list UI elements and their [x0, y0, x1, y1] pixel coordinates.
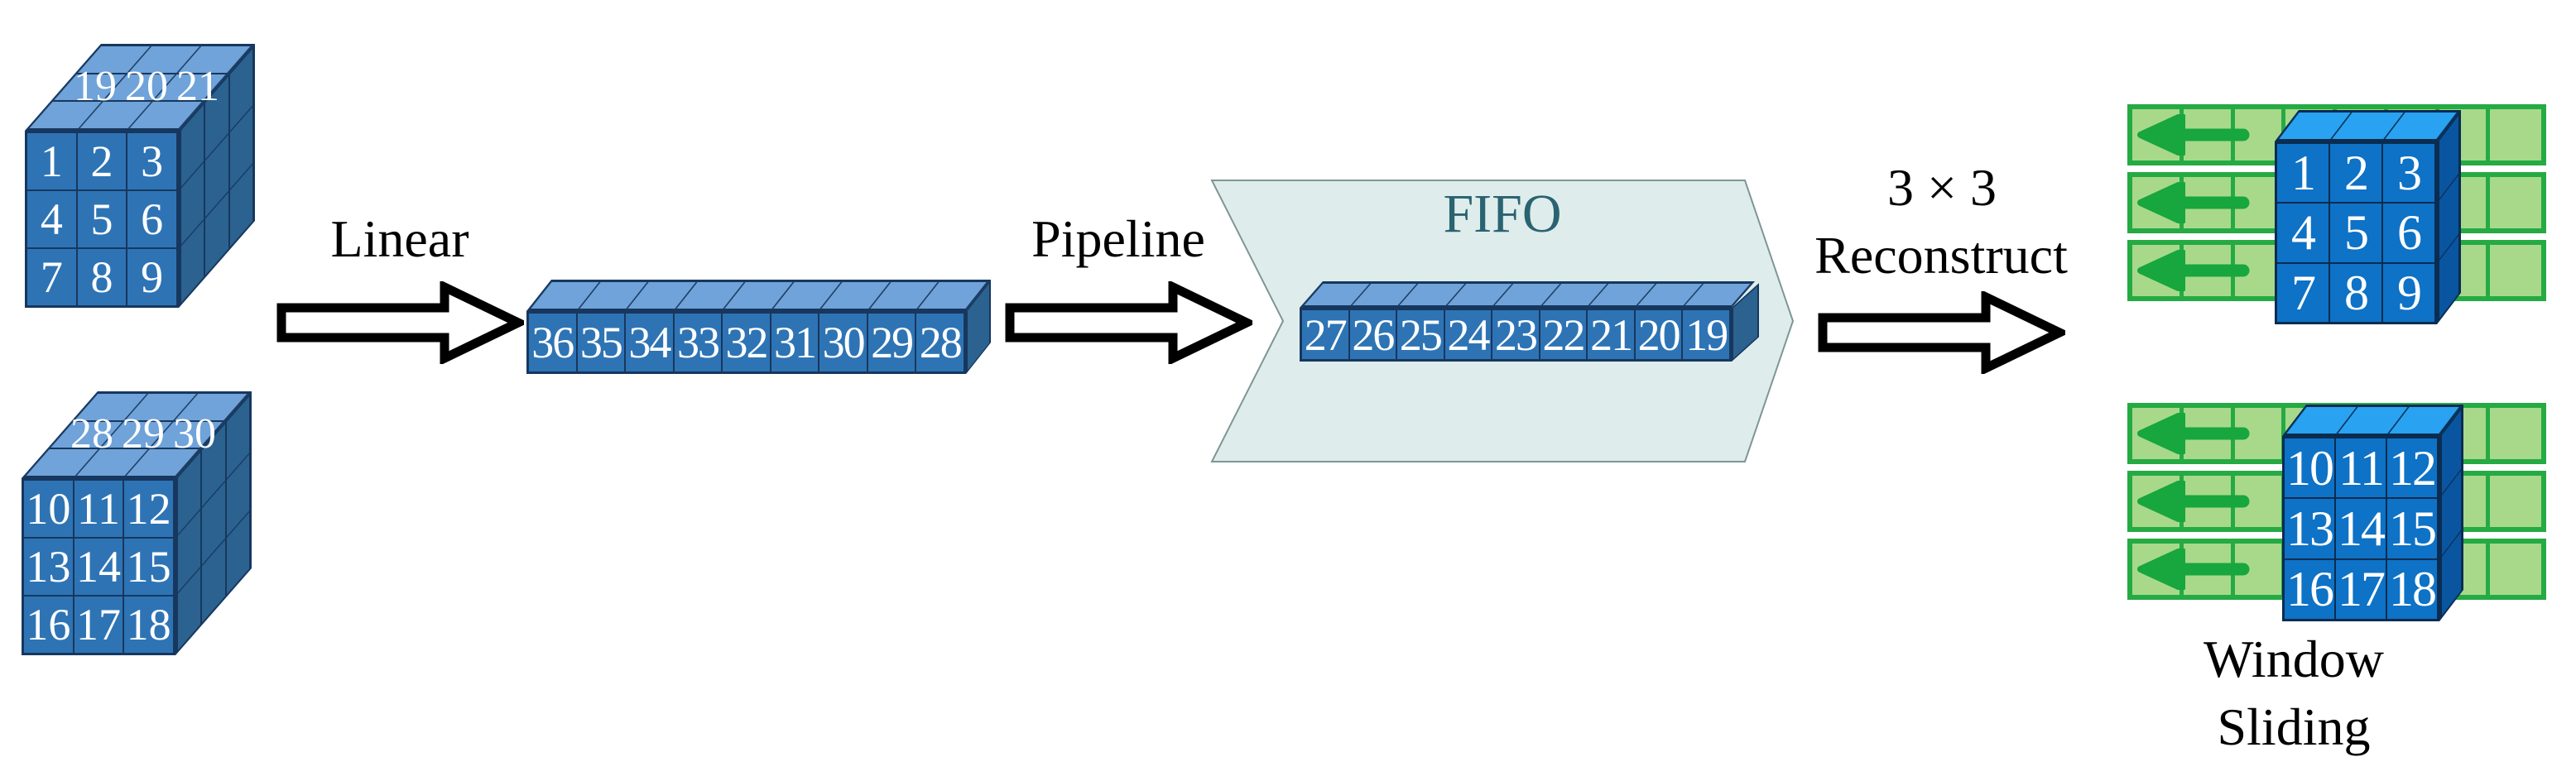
cube-cell: 9 — [127, 248, 177, 306]
buffer-cell: 35 — [576, 313, 626, 372]
slide-left-arrow-icon — [2137, 481, 2250, 522]
slide-left-arrow-icon — [2137, 413, 2250, 454]
window-cell: 17 — [2335, 558, 2386, 620]
linear-row-front: 36 35 34 33 32 31 30 29 28 — [526, 311, 966, 374]
cube-cell: 16 — [23, 596, 74, 654]
fifo-cell: 21 — [1587, 309, 1635, 360]
fifo-cell: 26 — [1348, 309, 1397, 360]
input-cube-top-depth-numbers: 19 20 21 — [74, 63, 219, 110]
fifo-row-topface — [1300, 281, 1756, 308]
window-cell: 2 — [2329, 143, 2382, 204]
window-cell: 5 — [2329, 203, 2382, 263]
window-cell: 10 — [2284, 438, 2335, 499]
window-cell: 12 — [2386, 438, 2438, 499]
buffer-cell: 32 — [722, 313, 771, 372]
slide-left-arrow-icon — [2137, 250, 2250, 291]
cube-cell: 5 — [76, 190, 127, 248]
window-cell: 16 — [2284, 558, 2335, 620]
cube-cell: 4 — [26, 190, 77, 248]
pipeline-arrow-icon — [1005, 281, 1252, 364]
fifo-label: FIFO — [1443, 184, 1562, 244]
reconstruct-arrow-icon — [1818, 291, 2065, 374]
window-cube-top-sideface — [2437, 109, 2461, 324]
window-sliding-label-line2: Sliding — [2217, 697, 2371, 756]
window-cell: 1 — [2276, 143, 2329, 204]
slide-left-arrow-icon — [2137, 549, 2250, 590]
window-cube-bottom-front: 10 11 12 13 14 15 16 17 18 — [2282, 436, 2439, 621]
cube-cell: 11 — [73, 480, 124, 538]
window-sliding-label-line1: Window — [2204, 630, 2384, 688]
cube-cell: 15 — [123, 538, 174, 596]
window-cell: 18 — [2386, 558, 2438, 620]
fifo-cell: 23 — [1492, 309, 1540, 360]
input-cube-top-front: 1 2 3 4 5 6 7 8 9 — [25, 131, 179, 308]
reconstruct-label-top: 3 × 3 — [1886, 158, 1997, 217]
window-cell: 15 — [2386, 498, 2438, 559]
window-cell: 6 — [2382, 203, 2435, 263]
window-sliding-label: Window Sliding — [2128, 625, 2459, 761]
fifo-cell: 24 — [1444, 309, 1492, 360]
window-cell: 13 — [2284, 498, 2335, 559]
window-cell: 9 — [2382, 262, 2435, 323]
window-cube-bottom-topface — [2282, 405, 2463, 436]
cube-cell: 3 — [127, 132, 177, 190]
cube-cell: 17 — [73, 596, 124, 654]
window-cell: 14 — [2335, 498, 2386, 559]
window-cell: 3 — [2382, 143, 2435, 204]
cube-cell: 6 — [127, 190, 177, 248]
slide-left-arrow-icon — [2137, 114, 2250, 156]
buffer-cell: 31 — [770, 313, 819, 372]
window-cube-top-front: 1 2 3 4 5 6 7 8 9 — [2275, 141, 2437, 324]
linear-label: Linear — [330, 209, 469, 268]
pipeline-label: Pipeline — [1031, 209, 1205, 268]
window-cell: 4 — [2276, 203, 2329, 263]
window-cell: 11 — [2335, 438, 2386, 499]
cube-cell: 7 — [26, 248, 77, 306]
buffer-cell: 30 — [819, 313, 867, 372]
fifo-cell: 22 — [1539, 309, 1588, 360]
buffer-cell: 28 — [916, 313, 964, 372]
cube-cell: 1 — [26, 132, 77, 190]
slide-left-arrow-icon — [2137, 182, 2250, 223]
buffer-cell: 36 — [528, 313, 577, 372]
buffer-cell: 29 — [867, 313, 916, 372]
buffer-cell: 33 — [673, 313, 723, 372]
window-cube-top-topface — [2275, 110, 2461, 141]
cube-cell: 14 — [73, 538, 124, 596]
fifo-cell: 25 — [1396, 309, 1444, 360]
linear-row-topface — [526, 280, 992, 311]
input-cube-bottom-front: 10 11 12 13 14 15 16 17 18 — [22, 478, 175, 655]
window-cube-bottom-sideface — [2439, 404, 2463, 621]
cube-cell: 12 — [123, 480, 174, 538]
cube-cell: 13 — [23, 538, 74, 596]
window-cell: 7 — [2276, 262, 2329, 323]
fifo-row-front: 27 26 25 24 23 22 21 20 19 — [1300, 308, 1732, 362]
linear-arrow-icon — [276, 281, 524, 364]
cube-cell: 2 — [76, 132, 127, 190]
fifo-cell: 20 — [1634, 309, 1683, 360]
cube-cell: 10 — [23, 480, 74, 538]
window-cell: 8 — [2329, 262, 2382, 323]
buffer-cell: 34 — [625, 313, 674, 372]
cube-cell: 8 — [76, 248, 127, 306]
reconstruct-label-bottom: Reconstruct — [1814, 226, 2068, 285]
fifo-cell: 27 — [1301, 309, 1349, 360]
cube-cell: 18 — [123, 596, 174, 654]
input-cube-bottom-depth-numbers: 28 29 30 — [70, 410, 216, 458]
fifo-cell: 19 — [1682, 309, 1730, 360]
